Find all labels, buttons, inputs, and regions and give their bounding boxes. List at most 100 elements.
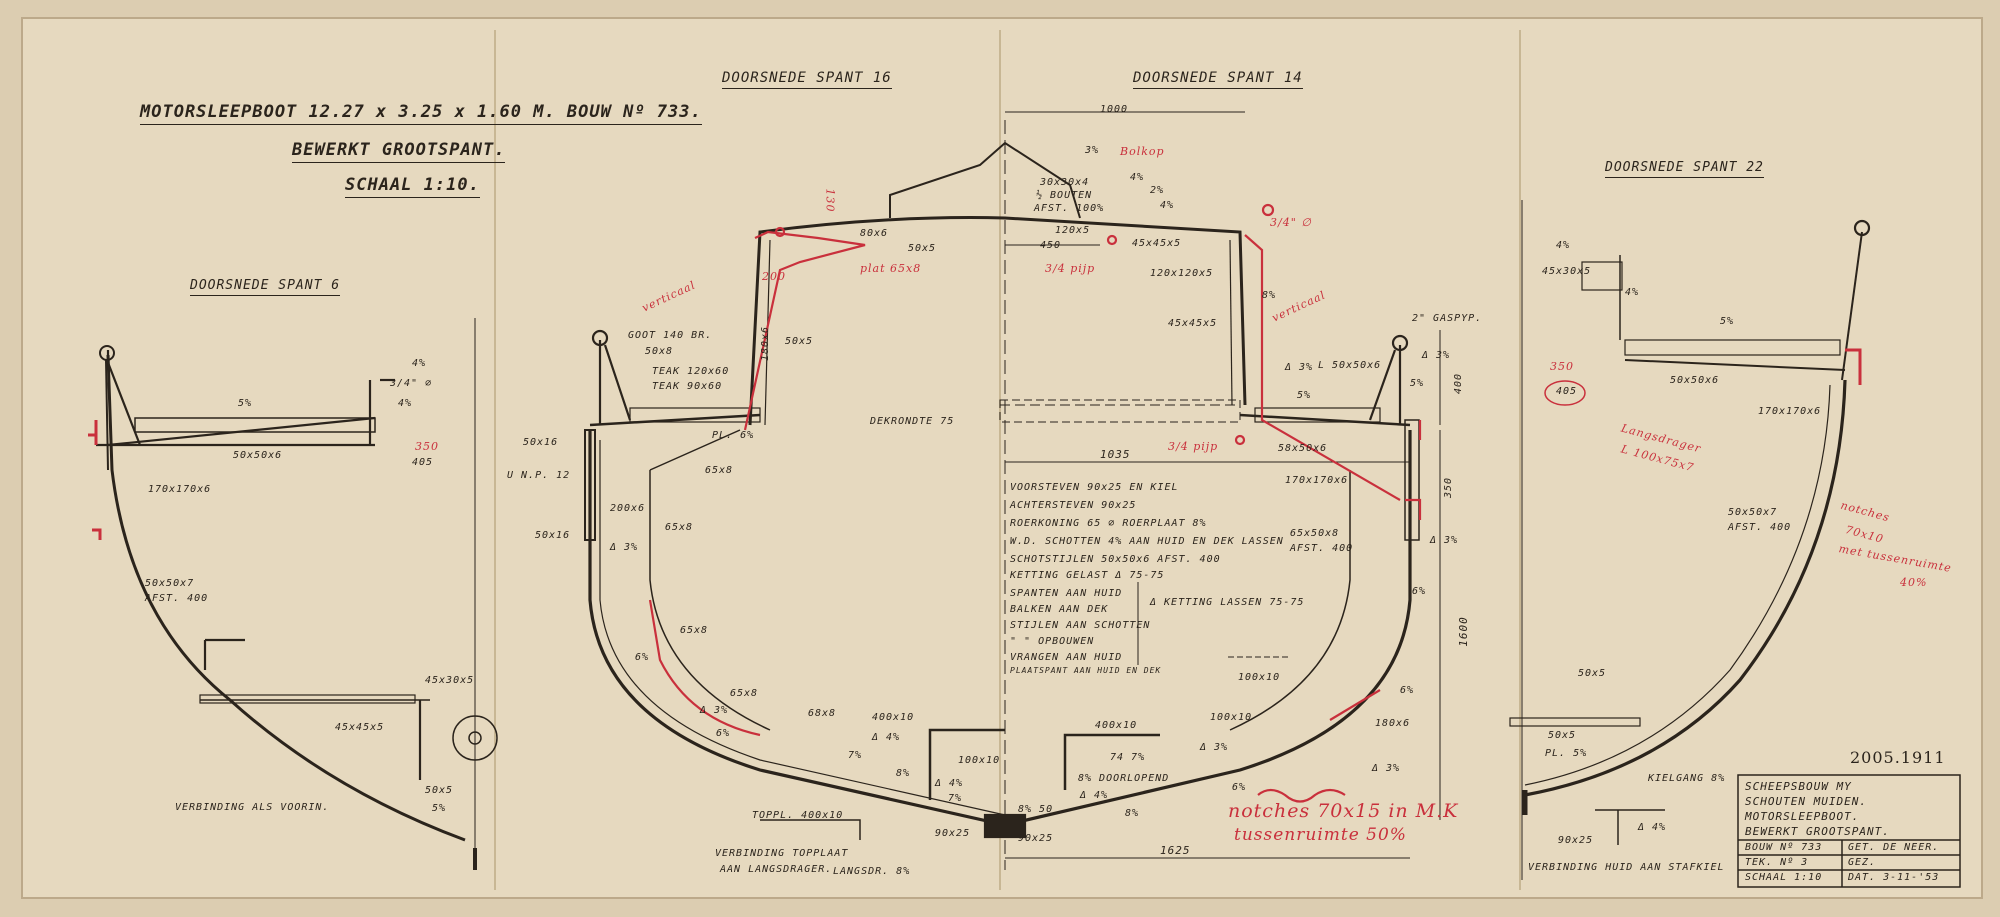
label: 45x30x5 xyxy=(1542,266,1592,277)
titleblock-drawing: BEWERKT GROOTSPANT. xyxy=(1745,825,1890,838)
spec-note: VOORSTEVEN 90x25 EN KIEL xyxy=(1010,482,1179,493)
label: 4% xyxy=(1130,172,1145,183)
label: 130 xyxy=(823,188,837,213)
label: 45x30x5 xyxy=(425,675,475,686)
label: Δ 3% xyxy=(1200,742,1229,753)
label: Δ 4% xyxy=(1638,822,1667,833)
label: 100x10 xyxy=(1238,672,1281,683)
label: 65x8 xyxy=(705,465,734,476)
handwritten-note: tussenruimte 50% xyxy=(1234,825,1407,845)
spec-note: BALKEN AAN DEK xyxy=(1010,604,1109,615)
label: 50x16 xyxy=(523,437,559,448)
drawing-title: MOTORSLEEPBOOT 12.27 x 3.25 x 1.60 M. BO… xyxy=(140,102,702,125)
label: 2" GASPYP. xyxy=(1412,313,1483,324)
label: 65x8 xyxy=(680,625,709,636)
label: 45x45x5 xyxy=(1168,318,1218,329)
label: 80x6 xyxy=(860,228,889,239)
label: 90x25 xyxy=(1018,833,1054,844)
label: 170x170x6 xyxy=(148,484,212,495)
label: 90x25 xyxy=(935,828,971,839)
paper-sheet xyxy=(21,17,1983,899)
red-annotations xyxy=(648,203,1422,803)
label: 3/4 pijp xyxy=(1045,262,1096,275)
label: 90x25 xyxy=(1558,835,1594,846)
label: 50x50x7 xyxy=(145,578,195,589)
section-title-spant-22: DOORSNEDE SPANT 22 xyxy=(1605,160,1764,178)
spec-note: W.D. SCHOTTEN 4% AAN HUID EN DEK LASSEN xyxy=(1010,536,1284,547)
label: 5% xyxy=(238,398,253,409)
label: Δ 3% xyxy=(700,705,729,716)
label: DEKRONDTE 75 xyxy=(870,416,955,427)
drawing-subtitle: BEWERKT GROOTSPANT. xyxy=(292,140,506,163)
titleblock-checked: GEZ. xyxy=(1848,857,1877,868)
label: 3/4 pijp xyxy=(1168,440,1219,453)
dimension-label: 1000 xyxy=(1100,104,1129,115)
label: Δ 3% xyxy=(1430,535,1459,546)
label: 6% xyxy=(1400,685,1415,696)
spec-note: STIJLEN AAN SCHOTTEN xyxy=(1010,620,1151,631)
spec-note: SCHOTSTIJLEN 50x50x6 AFST. 400 xyxy=(1010,554,1221,565)
spec-note: Δ KETTING LASSEN 75-75 xyxy=(1150,597,1305,608)
label: 5% xyxy=(1720,316,1735,327)
section-spant-16-14 xyxy=(584,111,1441,870)
label: 200 xyxy=(762,270,786,283)
label: GOOT 140 BR. xyxy=(628,330,713,341)
spec-note: PLAATSPANT AAN HUID EN DEK xyxy=(1010,666,1162,675)
spec-note: " " OPBOUWEN xyxy=(1010,636,1095,647)
label: 65x50x8 xyxy=(1290,528,1340,539)
dimension-label: 1600 xyxy=(1456,616,1470,647)
section-title-spant-16: DOORSNEDE SPANT 16 xyxy=(722,70,892,89)
label: AAN LANGSDRAGER. xyxy=(720,864,833,875)
label: 120x120x5 xyxy=(1150,268,1214,279)
label: AFST. 400 xyxy=(1290,543,1354,554)
label: 400x10 xyxy=(1095,720,1138,731)
label: 6% xyxy=(1232,782,1247,793)
section-spant-22 xyxy=(1509,200,1871,880)
label: 50x5 xyxy=(425,785,454,796)
dimension-label: 400 xyxy=(1453,372,1465,395)
label: 7% xyxy=(948,793,963,804)
titleblock-vessel: MOTORSLEEPBOOT. xyxy=(1745,810,1860,823)
label: 5% xyxy=(432,803,447,814)
titleblock-drawn: GET. DE NEER. xyxy=(1848,842,1940,853)
label: 8% xyxy=(1262,290,1277,301)
label: 400x10 xyxy=(872,712,915,723)
spec-note: ROERKONING 65 ∅ ROERPLAAT 8% xyxy=(1010,518,1207,529)
label: 68x8 xyxy=(808,708,837,719)
titleblock-scale: SCHAAL 1:10 xyxy=(1745,872,1823,883)
label: 4% xyxy=(398,398,413,409)
label: 350 xyxy=(1550,360,1574,373)
label: 45x45x5 xyxy=(335,722,385,733)
label: 405 xyxy=(412,457,434,468)
spec-note: KETTING GELAST Δ 75-75 xyxy=(1010,570,1165,581)
label: ½ BOUTEN xyxy=(1036,190,1093,201)
label: 8% xyxy=(1125,808,1140,819)
label: 50x5 xyxy=(1548,730,1577,741)
spec-note: VRANGEN AAN HUID xyxy=(1010,652,1123,663)
label: 8% xyxy=(896,768,911,779)
dimension-label: 450 xyxy=(1040,240,1062,251)
label: 74 7% xyxy=(1110,752,1146,763)
label: AFST. 100% xyxy=(1034,203,1105,214)
label: VERBINDING TOPPLAAT xyxy=(715,848,849,859)
label: 100x10 xyxy=(958,755,1001,766)
label: 3% xyxy=(1085,145,1100,156)
label: 45x45x5 xyxy=(1132,238,1182,249)
titleblock-build: BOUW Nº 733 xyxy=(1745,842,1823,853)
label: 50x8 xyxy=(645,346,674,357)
label: TEAK 120x60 xyxy=(652,366,730,377)
label: 5% xyxy=(1297,390,1312,401)
label: Δ 4% xyxy=(935,778,964,789)
label: U N.P. 12 xyxy=(507,470,571,481)
label: AFST. 400 xyxy=(145,593,209,604)
label: 4% xyxy=(1625,287,1640,298)
title-block xyxy=(1737,774,1961,888)
titleblock-location: SCHOUTEN MUIDEN. xyxy=(1745,795,1867,808)
label: 200x6 xyxy=(610,503,646,514)
label: 350 xyxy=(415,440,439,453)
label: 6% xyxy=(1412,586,1427,597)
label: 65x8 xyxy=(730,688,759,699)
label: 50x50x7 xyxy=(1728,507,1778,518)
